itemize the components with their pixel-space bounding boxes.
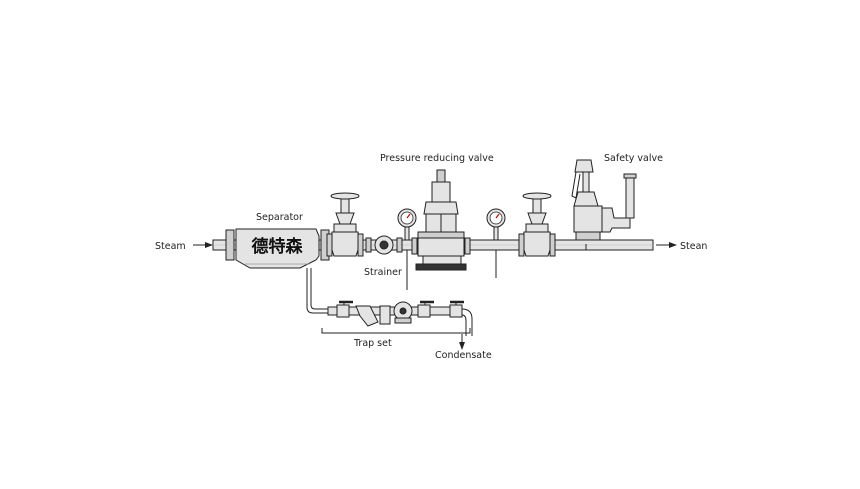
trap-ball-valve-3	[449, 300, 464, 318]
steam-outlet-label: Stean	[680, 241, 707, 252]
separator: 德特森	[225, 228, 330, 269]
pressure-gauge-outlet	[486, 208, 506, 278]
trap-ball-valve-2	[417, 300, 434, 318]
steam-inlet-label: Steam	[155, 241, 186, 252]
separator-brand-text: 德特森	[252, 236, 304, 257]
pressure-gauge-inlet	[397, 208, 417, 290]
safety-valve	[571, 159, 637, 250]
pressure-reducing-valve-label: Pressure reducing valve	[380, 153, 494, 164]
pressure-reducing-valve	[411, 169, 471, 271]
strainer	[365, 235, 403, 255]
trap-y-strainer	[355, 305, 379, 327]
trap-ball-valve-1	[336, 300, 353, 318]
gate-valve-inlet	[326, 192, 364, 257]
separator-drain-pipe	[306, 268, 328, 314]
trap-set-bracket	[321, 328, 471, 334]
separator-label: Separator	[256, 212, 303, 223]
trap-set	[327, 300, 473, 336]
steam-trap	[379, 301, 413, 325]
trap-set-label: Trap set	[353, 338, 392, 349]
condensate-label: Condensate	[435, 350, 492, 361]
gate-valve-outlet	[518, 192, 556, 257]
safety-valve-label: Safety valve	[604, 153, 663, 164]
strainer-label: Strainer	[364, 267, 402, 278]
